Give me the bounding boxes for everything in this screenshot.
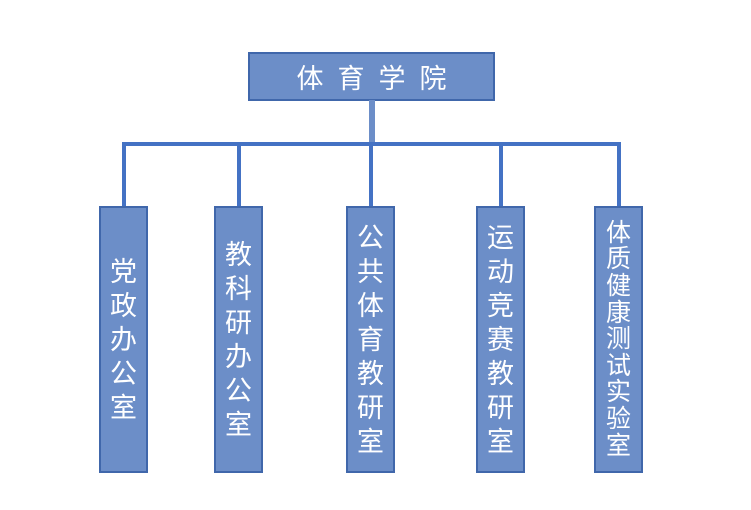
dept-2-label: 教科研办公室: [225, 239, 252, 440]
dept-3-label: 公共体育教研室: [357, 222, 384, 457]
org-box-dept-public-pe-section: 公共体育教研室: [346, 206, 395, 473]
org-box-dept-sports-competition-section: 运动竞赛教研室: [476, 206, 525, 473]
org-box-dept-teaching-research-office: 教科研办公室: [214, 206, 263, 473]
org-box-dept-party-admin-office: 党政办公室: [99, 206, 148, 473]
dept-1-label: 党政办公室: [110, 256, 137, 423]
dept-5-label: 体质健康测试实验室: [605, 218, 631, 460]
connector-drop-3: [368, 142, 373, 207]
connector-drop-2: [236, 142, 241, 207]
connector-drop-5: [616, 142, 621, 207]
root-label: 体育学院: [296, 64, 461, 94]
connector-drop-4: [498, 142, 503, 207]
dept-4-label: 运动竞赛教研室: [487, 222, 514, 457]
connector-drop-1: [121, 142, 126, 207]
connector-trunk: [368, 100, 375, 144]
org-box-root: 体育学院: [248, 52, 495, 101]
org-box-dept-fitness-test-lab: 体质健康测试实验室: [594, 206, 643, 473]
